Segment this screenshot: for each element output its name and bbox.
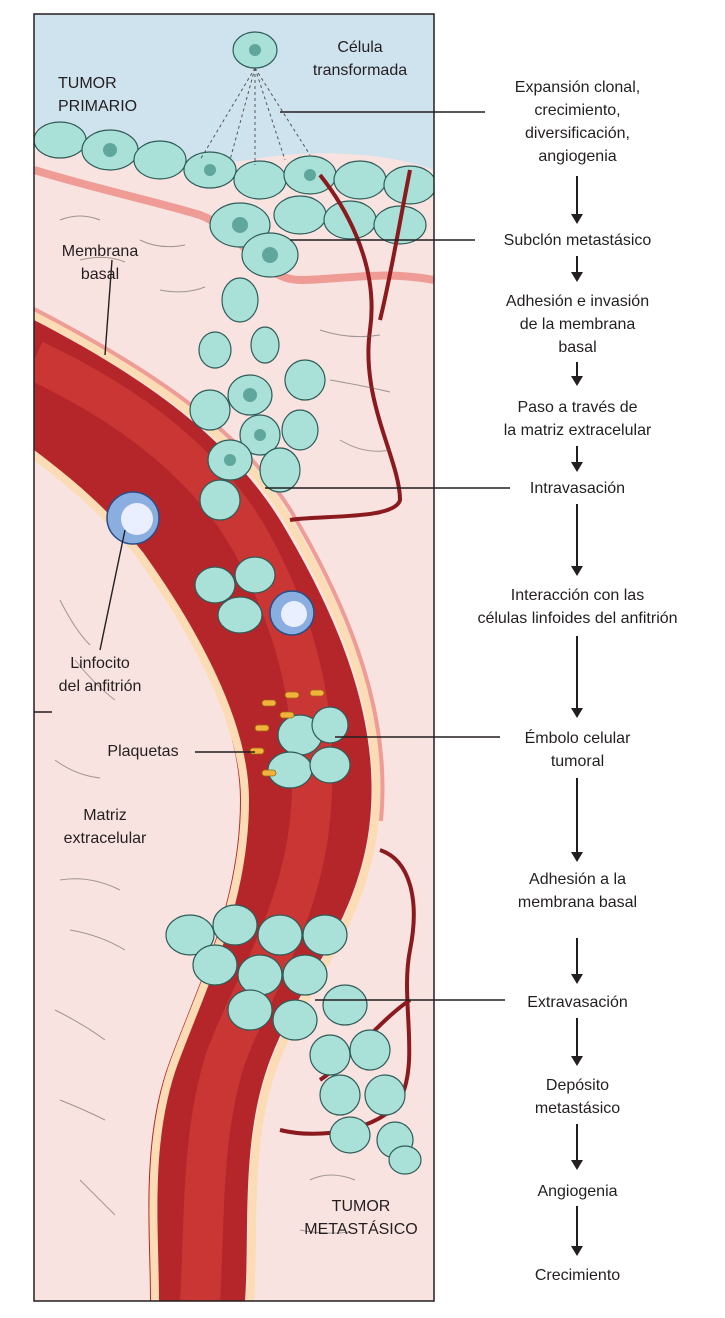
lymphocyte-cells bbox=[106, 491, 315, 636]
step-embolo: Émbolo celular tumoral bbox=[524, 730, 631, 770]
label-plaquetas: Plaquetas bbox=[107, 743, 179, 760]
label-tumor-primario: TUMOR PRIMARIO bbox=[58, 75, 138, 115]
arrow-7 bbox=[571, 778, 583, 862]
label-membrana-basal: Membrana basal bbox=[61, 243, 139, 283]
arrow-6 bbox=[571, 636, 583, 718]
arrow-3 bbox=[571, 362, 583, 386]
step-adhesion-membrana: Adhesión a la membrana basal bbox=[517, 871, 638, 911]
label-celula-transformada: Célula transformada bbox=[312, 39, 408, 79]
arrow-11 bbox=[571, 1206, 583, 1256]
step-deposito: Depósito metastásico bbox=[534, 1077, 621, 1117]
step-interaccion: Interacción con las células linfoides de… bbox=[477, 587, 678, 627]
primary-tumor-region bbox=[34, 14, 434, 170]
primary-tumor-cells bbox=[34, 31, 434, 521]
arrow-1 bbox=[571, 176, 583, 224]
blood-vessel bbox=[34, 320, 372, 1301]
blood-vessel-highlight bbox=[34, 341, 333, 1301]
label-linfocito: Linfocito del anfitrión bbox=[58, 655, 142, 695]
arrow-9 bbox=[571, 1018, 583, 1066]
step-angiogenia: Angiogenia bbox=[537, 1183, 618, 1200]
label-tumor-metastasico: TUMOR METASTÁSICO bbox=[304, 1198, 418, 1238]
vessel-wall-outer bbox=[34, 311, 381, 1301]
step-expansion-clonal: Expansión clonal, crecimiento, diversifi… bbox=[514, 79, 641, 165]
step-extravasacion: Extravasación bbox=[527, 994, 628, 1011]
step-crecimiento: Crecimiento bbox=[534, 1267, 621, 1284]
arrow-2 bbox=[571, 256, 583, 282]
arrow-5 bbox=[571, 504, 583, 576]
step-adhesion-invasion: Adhesión e invasión de la membrana basal bbox=[505, 293, 650, 356]
platelets bbox=[249, 689, 325, 777]
label-matriz: Matriz extracelular bbox=[63, 807, 147, 847]
step-intravasacion: Intravasación bbox=[529, 480, 626, 497]
step-paso-matriz: Paso a través de la matriz extracelular bbox=[503, 399, 652, 439]
arrow-8 bbox=[571, 938, 583, 984]
leader-lines bbox=[34, 111, 510, 1001]
arrow-4 bbox=[571, 446, 583, 472]
arrow-10 bbox=[571, 1124, 583, 1170]
step-subclon: Subclón metastásico bbox=[503, 232, 652, 249]
